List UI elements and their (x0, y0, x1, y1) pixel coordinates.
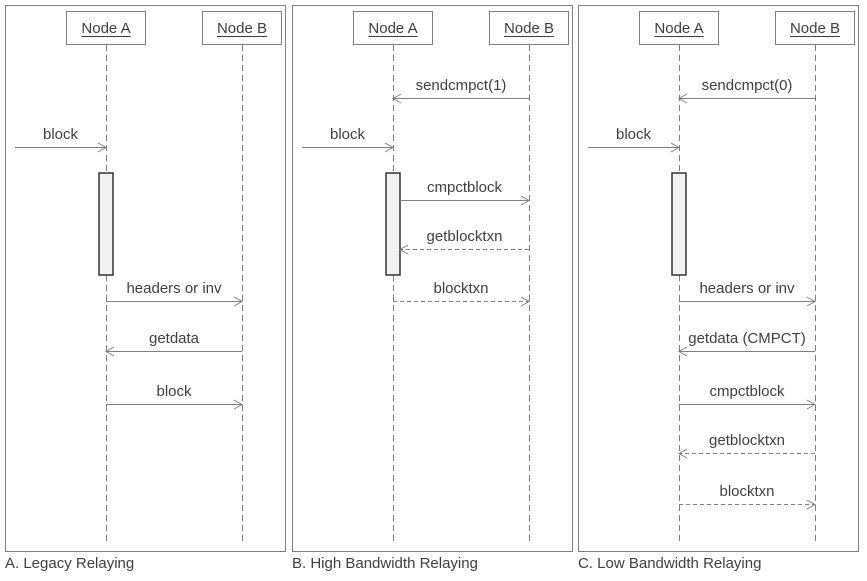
node-box-a: Node A (66, 11, 146, 45)
activation-bar (98, 172, 114, 276)
message-label: block (156, 383, 192, 400)
message-label: getdata (148, 330, 200, 347)
message-label: blocktxn (719, 483, 775, 500)
message-label: getblocktxn (709, 432, 785, 449)
message-arrowhead-icon (806, 499, 817, 510)
message-arrowhead-icon (384, 142, 395, 153)
panel-caption: A. Legacy Relaying (5, 555, 135, 572)
sequence-diagram-high-bandwidth: Node A Node B sendcmpct(1) block cmpctblock g… (292, 5, 573, 552)
message-arrowhead-icon (233, 399, 244, 410)
node-box-b: Node B (775, 11, 855, 45)
message-label: headers or inv (126, 280, 222, 297)
diagram-canvas (15, 45, 244, 542)
message-arrowhead-icon (391, 93, 402, 104)
message-arrowhead-icon (677, 346, 688, 357)
message-label: blocktxn (433, 280, 489, 297)
node-box-a: Node A (353, 11, 433, 45)
panel-caption: C. Low Bandwidth Relaying (578, 555, 762, 572)
diagram-canvas (588, 45, 817, 542)
panel-low-bandwidth-relaying: Node A Node B sendcmpct(0) block headers or … (578, 5, 859, 573)
message-arrowhead-icon (670, 142, 681, 153)
message-label: block (329, 126, 366, 143)
panel-legacy-relaying: Node A Node B block headers or inv getdata bl… (5, 5, 286, 573)
message-arrowhead-icon (520, 195, 531, 206)
node-box-a: Node A (639, 11, 719, 45)
diagram-canvas (302, 45, 531, 542)
message-label: sendcmpct(1) (415, 77, 507, 94)
activation-bar (385, 172, 401, 276)
message-label: cmpctblock (709, 383, 785, 400)
message-label: getdata (CMPCT) (688, 330, 806, 347)
node-label: Node B (216, 19, 268, 37)
message-arrowhead-icon (233, 296, 244, 307)
message-arrowhead-icon (806, 399, 817, 410)
message-label: getblocktxn (426, 228, 503, 245)
message-arrowhead-icon (806, 296, 817, 307)
activation-bar (671, 172, 687, 276)
message-arrowhead-icon (97, 142, 108, 153)
message-label: cmpctblock (426, 179, 503, 196)
message-label: sendcmpct(0) (701, 77, 793, 94)
sequence-diagram-low-bandwidth: Node A Node B sendcmpct(0) block headers or … (578, 5, 859, 552)
node-label: Node B (503, 19, 555, 37)
node-label: Node A (654, 19, 704, 37)
message-arrowhead-icon (520, 296, 531, 307)
node-label: Node B (789, 19, 841, 37)
node-box-b: Node B (489, 11, 569, 45)
message-arrowhead-icon (677, 448, 688, 459)
message-label: block (615, 126, 652, 143)
message-arrowhead-icon (104, 346, 115, 357)
node-label: Node A (81, 19, 131, 37)
panel-high-bandwidth-relaying: Node A Node B sendcmpct(1) block cmpctblock g… (292, 5, 573, 573)
message-arrowhead-icon (677, 93, 688, 104)
message-arrowhead-icon (398, 244, 409, 255)
sequence-diagram-legacy: Node A Node B block headers or inv getdata bl… (5, 5, 286, 552)
node-label: Node A (368, 19, 418, 37)
node-box-b: Node B (202, 11, 282, 45)
message-label: block (42, 126, 79, 143)
panel-caption: B. High Bandwidth Relaying (292, 555, 478, 572)
message-label: headers or inv (699, 280, 795, 297)
